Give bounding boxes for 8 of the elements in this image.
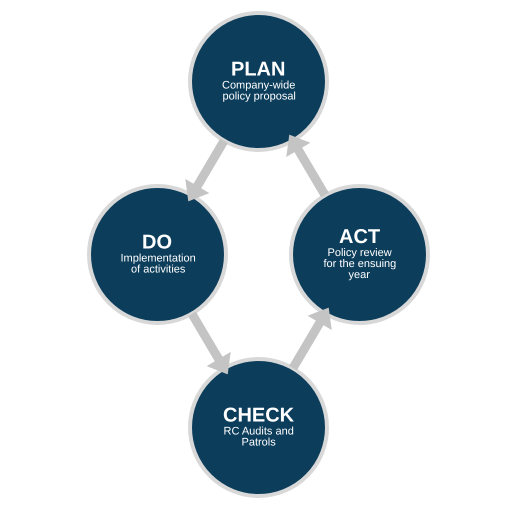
arrow xyxy=(188,311,230,374)
arrow xyxy=(288,307,332,370)
node-circle: ACT Policy review for the ensuing year xyxy=(288,184,430,324)
arrow xyxy=(184,138,228,201)
node-circle: PLAN Company-wide policy proposal xyxy=(188,10,328,152)
node-circle: CHECK RC Audits and Patrols xyxy=(188,356,328,498)
node-circle: DO Implementation of activities xyxy=(86,184,228,324)
arrow xyxy=(286,134,328,197)
